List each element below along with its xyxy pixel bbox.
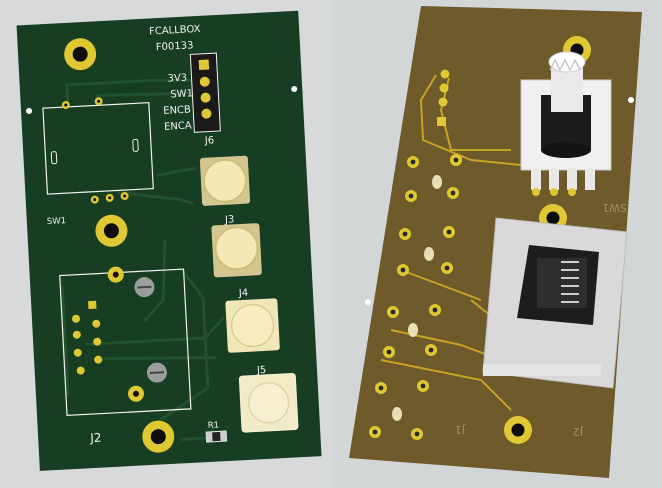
back-header-pads xyxy=(437,69,450,126)
pcb-front-view: FCALLBOX F00133 3V3 SW1 ENCB ENCA J6 xyxy=(16,10,322,471)
j2-ref-label: J2 xyxy=(89,431,102,446)
back-tht-pads xyxy=(369,154,462,440)
mounting-hole-bottom xyxy=(142,420,175,453)
sw1-footprint xyxy=(42,97,154,204)
part-number-label: F00133 xyxy=(156,40,194,53)
back-fiducial-left xyxy=(365,299,371,305)
j6-header xyxy=(189,52,221,133)
pcb-back-svg: SW1 xyxy=(349,6,642,478)
j6-pin-3v3: 3V3 xyxy=(167,73,187,85)
button-j5 xyxy=(238,373,299,433)
board-name-label: FCALLBOX xyxy=(149,24,201,38)
back-j1-label: J1 xyxy=(455,423,466,436)
button-top xyxy=(199,155,251,206)
fiducial-right xyxy=(291,86,298,93)
r1-ref-label: R1 xyxy=(208,420,220,431)
button-j4 xyxy=(225,298,280,353)
mounting-hole-middle xyxy=(95,214,128,247)
back-j2-label: J2 xyxy=(573,425,584,438)
j6-ref-label: J6 xyxy=(204,135,215,147)
front-board xyxy=(16,10,322,471)
sw1-ref-label: SW1 xyxy=(47,216,67,227)
j6-pin-encb: ENCB xyxy=(163,104,191,116)
j2-footprint xyxy=(59,266,192,416)
back-sw1-label: SW1 xyxy=(602,201,627,214)
j3-ref-label: J3 xyxy=(224,214,235,226)
j4-ref-label: J4 xyxy=(238,288,249,300)
fiducial-left xyxy=(26,107,33,114)
pcb-back-view: SW1 xyxy=(331,0,662,488)
back-mounting-hole-bottom xyxy=(504,416,532,444)
rotary-encoder xyxy=(520,51,612,196)
j6-pin-enca: ENCA xyxy=(164,120,192,132)
button-j3 xyxy=(211,223,262,278)
back-fiducial-right xyxy=(628,97,634,103)
j6-pin-sw1: SW1 xyxy=(170,88,193,100)
r1-resistor xyxy=(205,430,228,443)
j5-ref-label: J5 xyxy=(256,365,267,377)
back-connector-j2 xyxy=(482,217,628,389)
pcb-front-svg: FCALLBOX F00133 3V3 SW1 ENCB ENCA J6 xyxy=(16,10,322,471)
front-traces xyxy=(60,78,226,441)
mounting-hole-top xyxy=(64,38,97,71)
